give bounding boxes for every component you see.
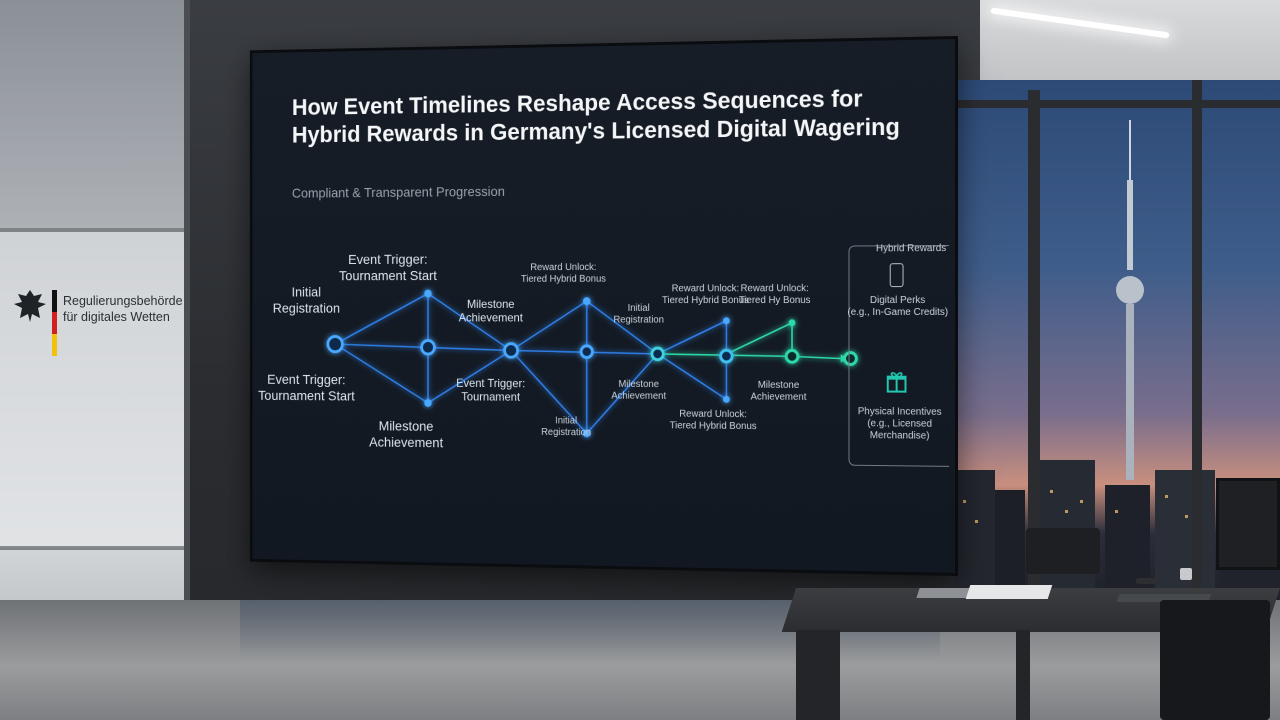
physical-incentives-label: Physical Incentives (e.g., Licensed Merc… (858, 406, 942, 443)
node-milestone-bottom (424, 399, 431, 407)
tv-tower (1100, 120, 1160, 480)
smartphone-icon (890, 263, 904, 287)
node-event-trigger-top (424, 290, 431, 298)
glass-frame (0, 546, 190, 550)
eagle-emblem-icon (12, 286, 48, 326)
desk-leg (796, 630, 840, 720)
desk-leg (1016, 630, 1030, 720)
node-reward-unlock-top-3 (789, 319, 796, 326)
timeline-edges (335, 293, 726, 434)
regulator-sign-line1: Regulierungsbehörde (63, 293, 188, 309)
node-mid-5 (721, 350, 733, 362)
digital-perks-label: Digital Perks (e.g., In-Game Credits) (847, 295, 948, 319)
label-reward-unlock-top-5: Reward Unlock: Tiered Hybrid Bonus (662, 283, 749, 307)
regulator-sign: Regulierungsbehörde für digitales Wetten (63, 293, 188, 325)
label-initial-registration-top-4: Initial Registration (613, 303, 664, 326)
label-reward-unlock-top-3: Reward Unlock: Tiered Hybrid Bonus (521, 262, 606, 285)
wall-display: How Event Timelines Reshape Access Seque… (250, 36, 958, 576)
timeline-edges-final (658, 323, 849, 363)
node-mid-4 (652, 348, 663, 360)
node-mid-1 (422, 341, 435, 354)
label-reward-unlock-bottom-5: Reward Unlock: Tiered Hybrid Bonus (670, 409, 757, 433)
node-initial-registration (328, 336, 342, 351)
window-mullion (1192, 80, 1202, 620)
node-reward-unlock-top (583, 297, 591, 305)
label-milestone-bottom-1: Milestone Achievement (369, 418, 443, 451)
hybrid-rewards-title: Hybrid Rewards (876, 243, 946, 254)
label-event-trigger-mid: Event Trigger: Tournament (456, 376, 525, 403)
label-initial-registration: Initial Registration (273, 284, 340, 316)
desk-monitor (1216, 478, 1280, 570)
node-mid-2 (505, 344, 518, 358)
display-title: How Event Timelines Reshape Access Seque… (292, 85, 854, 150)
gift-icon (886, 371, 908, 393)
label-reward-unlock-top-6: Reward Unlock: Tiered Hy Bonus (739, 283, 811, 307)
ceiling-light-right (990, 8, 1169, 39)
office-chair-front (1160, 600, 1270, 720)
node-mid-3 (581, 346, 592, 358)
desk-phone (1136, 578, 1158, 584)
regulator-sign-line2: für digitales Wetten (63, 309, 188, 325)
office-chair-back (1026, 528, 1100, 574)
frosted-film (0, 228, 190, 548)
label-milestone-bottom-4: Milestone Achievement (611, 379, 666, 403)
label-event-trigger-bottom: Event Trigger: Tournament Start (258, 371, 355, 404)
display-subtitle: Compliant & Transparent Progression (292, 183, 505, 200)
label-milestone-top-2: Milestone Achievement (459, 297, 523, 324)
papers (966, 585, 1053, 599)
timeline-diagram: Initial Registration Event Trigger: Tour… (253, 219, 955, 519)
label-milestone-bottom-6: Milestone Achievement (751, 380, 807, 404)
label-initial-registration-bottom-3: Initial Registration (541, 415, 591, 439)
mug (1180, 568, 1192, 580)
window-mullion (955, 100, 1280, 108)
glass-frame (0, 228, 190, 232)
node-reward-unlock-bottom (723, 396, 730, 403)
german-flag-stripe (52, 290, 57, 356)
node-reward-unlock-top-2 (723, 317, 730, 324)
node-mid-6 (786, 350, 798, 362)
label-event-trigger-top: Event Trigger: Tournament Start (339, 251, 437, 284)
